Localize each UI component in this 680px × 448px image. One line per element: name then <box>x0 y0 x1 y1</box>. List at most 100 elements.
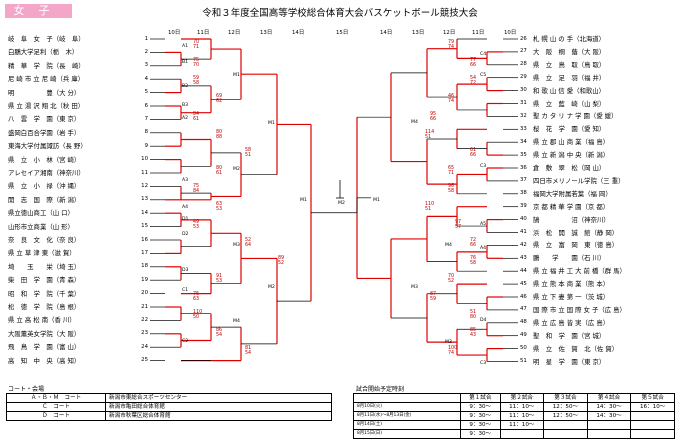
match-label: B3 <box>182 103 189 108</box>
team-seed-number: 51 <box>520 358 527 364</box>
team-seed-number: 25 <box>141 357 148 364</box>
score-value: 59 <box>193 76 200 81</box>
match-label: M1 <box>300 198 307 203</box>
score-value: 88 <box>216 135 223 140</box>
score-value: 79 <box>448 40 455 45</box>
schedule-time: 9：30～ <box>460 411 501 421</box>
score-value: 52 <box>448 279 455 284</box>
team-seed-number: 24 <box>141 343 148 350</box>
team-seed-number: 11 <box>141 169 148 176</box>
team-seed-number: 47 <box>520 306 527 313</box>
score-value: 75 <box>193 184 200 189</box>
score-value: 100 <box>448 346 458 351</box>
match-label: D1 <box>182 217 189 222</box>
team-seed-number: 26 <box>520 35 527 42</box>
schedule-column-header: 第２試合 <box>499 393 545 403</box>
schedule-time <box>586 420 632 430</box>
team-name: 県 立 小 林（宮 崎） <box>8 155 81 164</box>
match-label: B1 <box>182 60 189 65</box>
team-name: 県 立 福 井 工 大 前 橋（群 馬） <box>533 267 626 276</box>
score-value: 58 <box>245 148 252 153</box>
team-name: 浜 松 開 誠 館（静 岡） <box>533 228 619 237</box>
team-name: 鵠 沼（神奈川） <box>533 215 610 224</box>
team-name: 明 豊（大 分） <box>8 88 81 97</box>
team-name: 県 立 小 禄（沖 縄） <box>8 182 81 191</box>
team-seed-number: 32 <box>520 112 527 119</box>
score-value: 46 <box>448 94 455 99</box>
team-seed-number: 35 <box>520 151 527 158</box>
score-value: 62 <box>216 99 223 104</box>
round-header: 13日 <box>412 30 425 36</box>
team-seed-number: 29 <box>520 74 527 81</box>
team-name: 大阪薫英女学院（大 阪） <box>8 329 81 338</box>
match-label: M4 <box>445 243 452 248</box>
schedule-time: 16：10～ <box>630 402 675 412</box>
team-name: 鵬 学 園（石 川） <box>533 254 606 263</box>
team-seed-number: 8 <box>144 129 148 136</box>
round-header: 13日 <box>260 30 273 36</box>
round-header: 10日 <box>504 30 517 36</box>
team-seed-number: 27 <box>520 48 527 55</box>
score-value: 96 <box>448 184 455 189</box>
match-label: A2 <box>182 116 189 121</box>
schedule-row: 8月11日(水)～8月13日(金)9：30～11：10～12：50～14：30～ <box>353 411 675 421</box>
team-name: 聖 和 学 園（宮 城） <box>533 331 606 340</box>
team-seed-number: 14 <box>141 209 148 216</box>
score-value: 80 <box>216 166 223 171</box>
match-label: A4 <box>182 205 189 210</box>
match-label: M1 <box>373 198 380 203</box>
match-label: C4 <box>480 52 487 57</box>
schedule-column-header: 第１試合 <box>460 393 501 403</box>
score-value: 61 <box>470 148 477 153</box>
team-seed-number: 10 <box>141 156 148 163</box>
venue-row: Ａ・Ｂ・Ｍ コート新潟市東総合スポーツセンター <box>6 393 332 403</box>
match-label: M1 <box>268 121 275 126</box>
score-value: 65 <box>448 166 455 171</box>
team-name: 県 立 湯 沢 翔 北（秋 田） <box>8 102 85 110</box>
score-value: 61 <box>216 171 223 176</box>
score-value: 43 <box>470 333 477 338</box>
team-name: 県 立 熊 本 商 業（熊 本） <box>533 280 610 289</box>
schedule-time <box>499 429 545 439</box>
score-value: 71 <box>448 171 455 176</box>
team-name: 八 雲 学 園（東 京） <box>8 115 81 124</box>
team-seed-number: 48 <box>520 319 527 326</box>
score-value: 66 <box>470 153 477 158</box>
team-seed-number: 30 <box>520 87 527 94</box>
match-label: A3 <box>182 178 189 183</box>
schedule-date: 8月11日(水)～8月13日(金) <box>353 411 461 421</box>
team-name: 県 立 新 潟 中 央（新 潟） <box>533 151 610 160</box>
match-label: M1 <box>233 73 240 78</box>
schedule-time <box>586 429 632 439</box>
team-name: 岐 阜 女 子（岐 阜） <box>8 35 85 43</box>
match-label: D3 <box>182 268 189 273</box>
team-seed-number: 4 <box>144 75 148 82</box>
schedule-time: 9：30～ <box>460 420 501 430</box>
score-value: 76 <box>470 256 477 261</box>
score-value: 110 <box>193 310 203 315</box>
score-value: 91 <box>216 274 223 279</box>
round-header-final: 15日 <box>336 30 349 36</box>
round-header: 11日 <box>472 30 485 36</box>
team-name: 山形市立商業（山 形） <box>8 222 74 231</box>
score-value: 110 <box>425 202 435 207</box>
score-value: 87 <box>430 292 437 297</box>
score-value: 81 <box>245 346 252 351</box>
venue-court: Ｄ コート <box>6 411 106 421</box>
team-name: 尼 崎 市 立 尼 崎（兵 庫） <box>8 75 85 84</box>
team-seed-number: 46 <box>520 293 527 300</box>
team-name: 和 歌 山 信 愛（和歌山） <box>533 86 606 95</box>
team-seed-number: 42 <box>520 241 527 248</box>
round-header: 11日 <box>197 30 210 36</box>
team-name: 聖 カ タ リ ナ 学 園（愛 媛） <box>533 112 618 121</box>
match-label: C2 <box>182 339 189 344</box>
score-value: 61 <box>193 117 200 122</box>
schedule-time: 9：30～ <box>460 402 501 412</box>
score-value: 70 <box>448 274 455 279</box>
schedule-date: 8月15日(日) <box>353 429 461 439</box>
venue-row: Ｄ コート新潟市秋葉区総合体育館 <box>6 411 332 421</box>
team-name: 県 立 高 松 南（香 川） <box>8 316 76 325</box>
score-value: 74 <box>448 99 455 104</box>
